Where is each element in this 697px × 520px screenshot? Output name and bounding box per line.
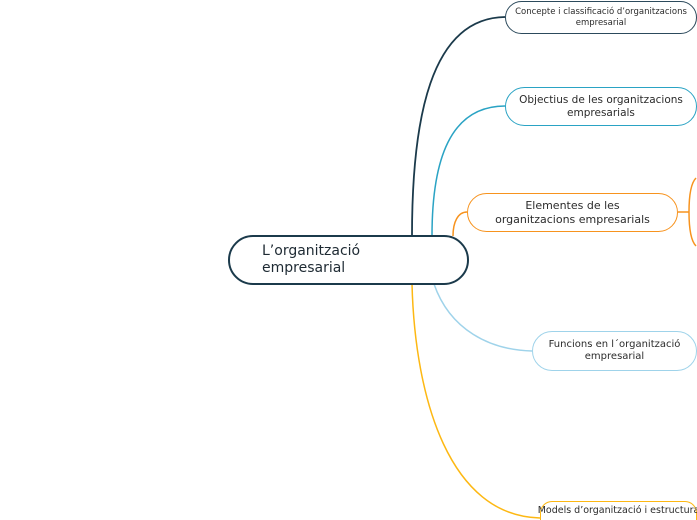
topic-text: organitzacions empresarials (495, 212, 650, 226)
link-funcions (433, 283, 533, 352)
link-objectius (431, 105, 506, 237)
topic-text: Funcions en l´organització (548, 339, 681, 350)
topic-text: empresarial (584, 351, 645, 362)
topic-text: Elementes de les (525, 199, 620, 213)
topic-text: Concepte i classificació d’organitzacion… (515, 7, 687, 18)
topic-models[interactable]: Models d’organització i estructura (537, 501, 697, 520)
link-concepte (411, 16, 506, 237)
link-models (411, 283, 541, 519)
topic-text: Models d’organització i estructura (537, 505, 697, 517)
central-line2: empresarial (262, 260, 346, 276)
topic-text: empresarials (567, 106, 635, 119)
central-line1: L’organització (262, 243, 361, 260)
topic-text: empresarial (575, 17, 627, 28)
link-elementes-child (678, 177, 697, 247)
link-elementes (452, 211, 468, 237)
topic-concepte[interactable]: Concepte i classificació d’organitzacion… (505, 1, 697, 34)
topic-text: Objectius de les organitzacions (519, 93, 683, 106)
